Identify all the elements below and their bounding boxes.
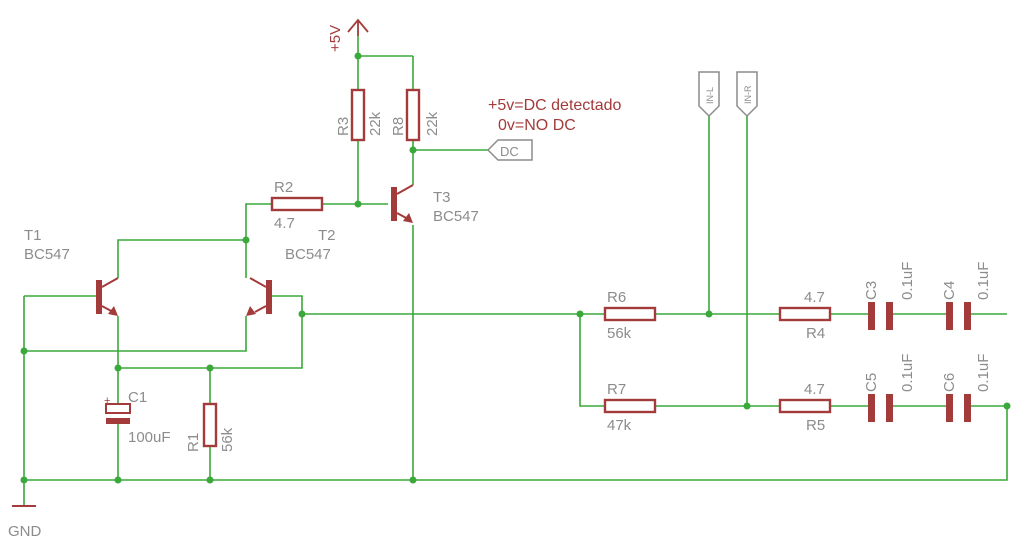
t2-name: T2: [318, 227, 336, 244]
resistor-r2: R2 4.7: [270, 179, 324, 232]
wire-collector-bus: [117, 239, 247, 278]
t3-type: BC547: [433, 208, 479, 225]
c1-name: C1: [128, 389, 147, 406]
c6-value: 0.1uF: [975, 354, 992, 392]
port-dc-label: DC: [500, 144, 519, 159]
resistor-r1: R1 56k: [185, 402, 236, 452]
wire-r7-branch: [579, 314, 1007, 407]
resistor-r7: R7 47k: [603, 381, 657, 434]
r4-value: 4.7: [804, 289, 825, 306]
junctions: [20, 52, 1011, 484]
junction-dot: [242, 236, 250, 244]
junction-dot: [354, 52, 362, 60]
r1-name: R1: [185, 433, 202, 452]
resistor-r4: 4.7 R4: [778, 289, 832, 342]
junction-dot: [298, 310, 306, 318]
t2-type: BC547: [285, 246, 331, 263]
port-in-r: IN-R: [736, 71, 758, 118]
junction-dot: [114, 476, 122, 484]
wire-r8-bottom: [412, 140, 488, 185]
r2-value: 4.7: [274, 215, 295, 232]
junction-dot: [409, 146, 417, 154]
wires: [23, 36, 1008, 506]
c6-name: C6: [941, 373, 958, 392]
r5-name: R5: [806, 417, 825, 434]
junction-dot: [1003, 402, 1011, 410]
c5-name: C5: [863, 373, 880, 392]
wire-vcc-rail: [357, 36, 414, 90]
r7-name: R7: [607, 381, 626, 398]
transistor-t1: T1 BC547: [24, 227, 119, 316]
transistor-t3: T3 BC547: [391, 184, 479, 225]
r7-value: 47k: [607, 417, 632, 434]
port-in-r-label: IN-R: [743, 85, 753, 104]
t1-name: T1: [24, 227, 42, 244]
vcc-symbol: +5V: [327, 18, 369, 52]
junction-dot: [743, 402, 751, 410]
note-line-2: 0v=NO DC: [498, 117, 576, 134]
c4-name: C4: [941, 281, 958, 300]
gnd-symbol: GND: [8, 505, 42, 540]
vcc-label: +5V: [327, 25, 344, 52]
wire-gnd-bus: [23, 296, 1008, 506]
port-in-l-label: IN-L: [705, 87, 715, 104]
junction-dot: [409, 476, 417, 484]
capacitor-c6: C6 0.1uF: [941, 354, 992, 422]
capacitor-c4: C4 0.1uF: [941, 262, 992, 330]
resistor-r3: R3 22k: [335, 88, 384, 142]
t3-name: T3: [433, 189, 451, 206]
transistor-t2: T2 BC547: [246, 227, 336, 316]
wire-t2-base: [272, 295, 580, 315]
r4-name: R4: [806, 325, 825, 342]
r3-name: R3: [335, 117, 352, 136]
c1-polarity: +: [104, 395, 110, 407]
resistor-r5: 4.7 R5: [778, 381, 832, 434]
junction-dot: [705, 310, 713, 318]
gnd-label: GND: [8, 523, 42, 540]
c3-value: 0.1uF: [899, 262, 916, 300]
resistor-r8: R8 22k: [390, 88, 441, 142]
r2-name: R2: [274, 179, 293, 196]
c5-value: 0.1uF: [899, 354, 916, 392]
r5-value: 4.7: [804, 381, 825, 398]
t1-type: BC547: [24, 246, 70, 263]
port-dc: DC: [486, 139, 533, 161]
wire-t2-emitter: [24, 316, 247, 352]
junction-dot: [206, 476, 214, 484]
wire-r1-node: [118, 314, 303, 404]
junction-dot: [576, 310, 584, 318]
r6-value: 56k: [607, 325, 632, 342]
capacitor-c5: C5 0.1uF: [863, 354, 916, 422]
junction-dot: [354, 200, 362, 208]
capacitor-c1: + C1 100uF: [104, 389, 171, 446]
wire-c1-gnd: [117, 424, 211, 480]
r3-value: 22k: [367, 111, 384, 136]
c1-value: 100uF: [128, 429, 171, 446]
r8-name: R8: [390, 117, 407, 136]
note-line-1: +5v=DC detectado: [488, 97, 622, 114]
junction-dot: [114, 364, 122, 372]
port-in-l: IN-L: [698, 71, 720, 118]
r6-name: R6: [607, 289, 626, 306]
c3-name: C3: [863, 281, 880, 300]
r8-value: 22k: [424, 111, 441, 136]
capacitor-c3: C3 0.1uF: [863, 262, 916, 330]
junction-dot: [206, 364, 214, 372]
junction-dot: [20, 476, 28, 484]
junction-dot: [20, 347, 28, 355]
r1-value: 56k: [219, 427, 236, 452]
dc-detection-note: +5v=DC detectado 0v=NO DC: [488, 97, 622, 134]
resistor-r6: R6 56k: [603, 289, 657, 342]
c4-value: 0.1uF: [975, 262, 992, 300]
